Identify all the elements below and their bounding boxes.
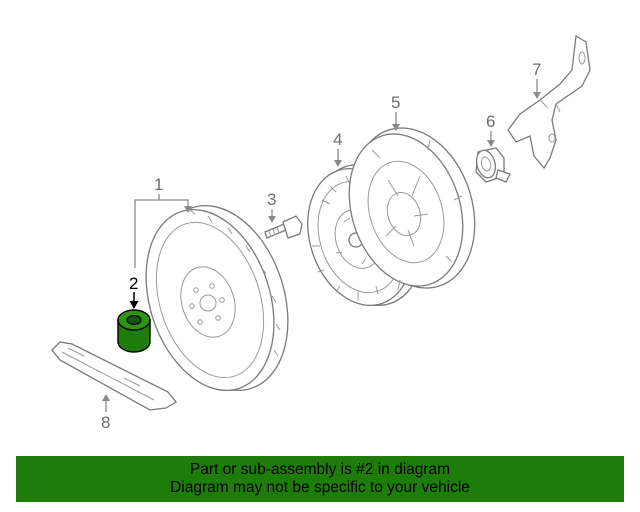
part-3-callout: 3 [267, 190, 276, 223]
banner-line-2: Diagram may not be specific to your vehi… [170, 479, 470, 496]
svg-text:4: 4 [333, 130, 342, 149]
flywheel-part [145, 204, 289, 392]
part-2-callout: 2 [129, 274, 139, 309]
part-6-callout: 6 [486, 112, 495, 147]
svg-text:2: 2 [129, 274, 138, 293]
release-bearing-part [475, 147, 511, 183]
info-banner: Part or sub-assembly is #2 in diagram Di… [16, 456, 624, 502]
svg-text:5: 5 [391, 93, 400, 112]
bolt-part [264, 215, 303, 239]
part-5-callout: 5 [391, 93, 400, 131]
parts-diagram: 1 2 3 4 [51, 34, 591, 432]
part-4-callout: 4 [333, 130, 342, 167]
part-8-callout: 8 [101, 394, 110, 432]
pressure-plate-part [348, 127, 476, 291]
svg-text:6: 6 [486, 112, 495, 131]
banner-line-1: Part or sub-assembly is #2 in diagram [189, 461, 451, 478]
cover-plate-part [51, 341, 177, 411]
svg-text:8: 8 [101, 413, 110, 432]
svg-text:7: 7 [532, 60, 541, 79]
part-7-callout: 7 [532, 60, 541, 99]
svg-text:3: 3 [267, 190, 276, 209]
part-1-callout: 1 [134, 175, 192, 268]
pilot-bearing-part [117, 309, 151, 353]
release-fork-part [507, 34, 591, 170]
svg-text:1: 1 [154, 175, 163, 194]
